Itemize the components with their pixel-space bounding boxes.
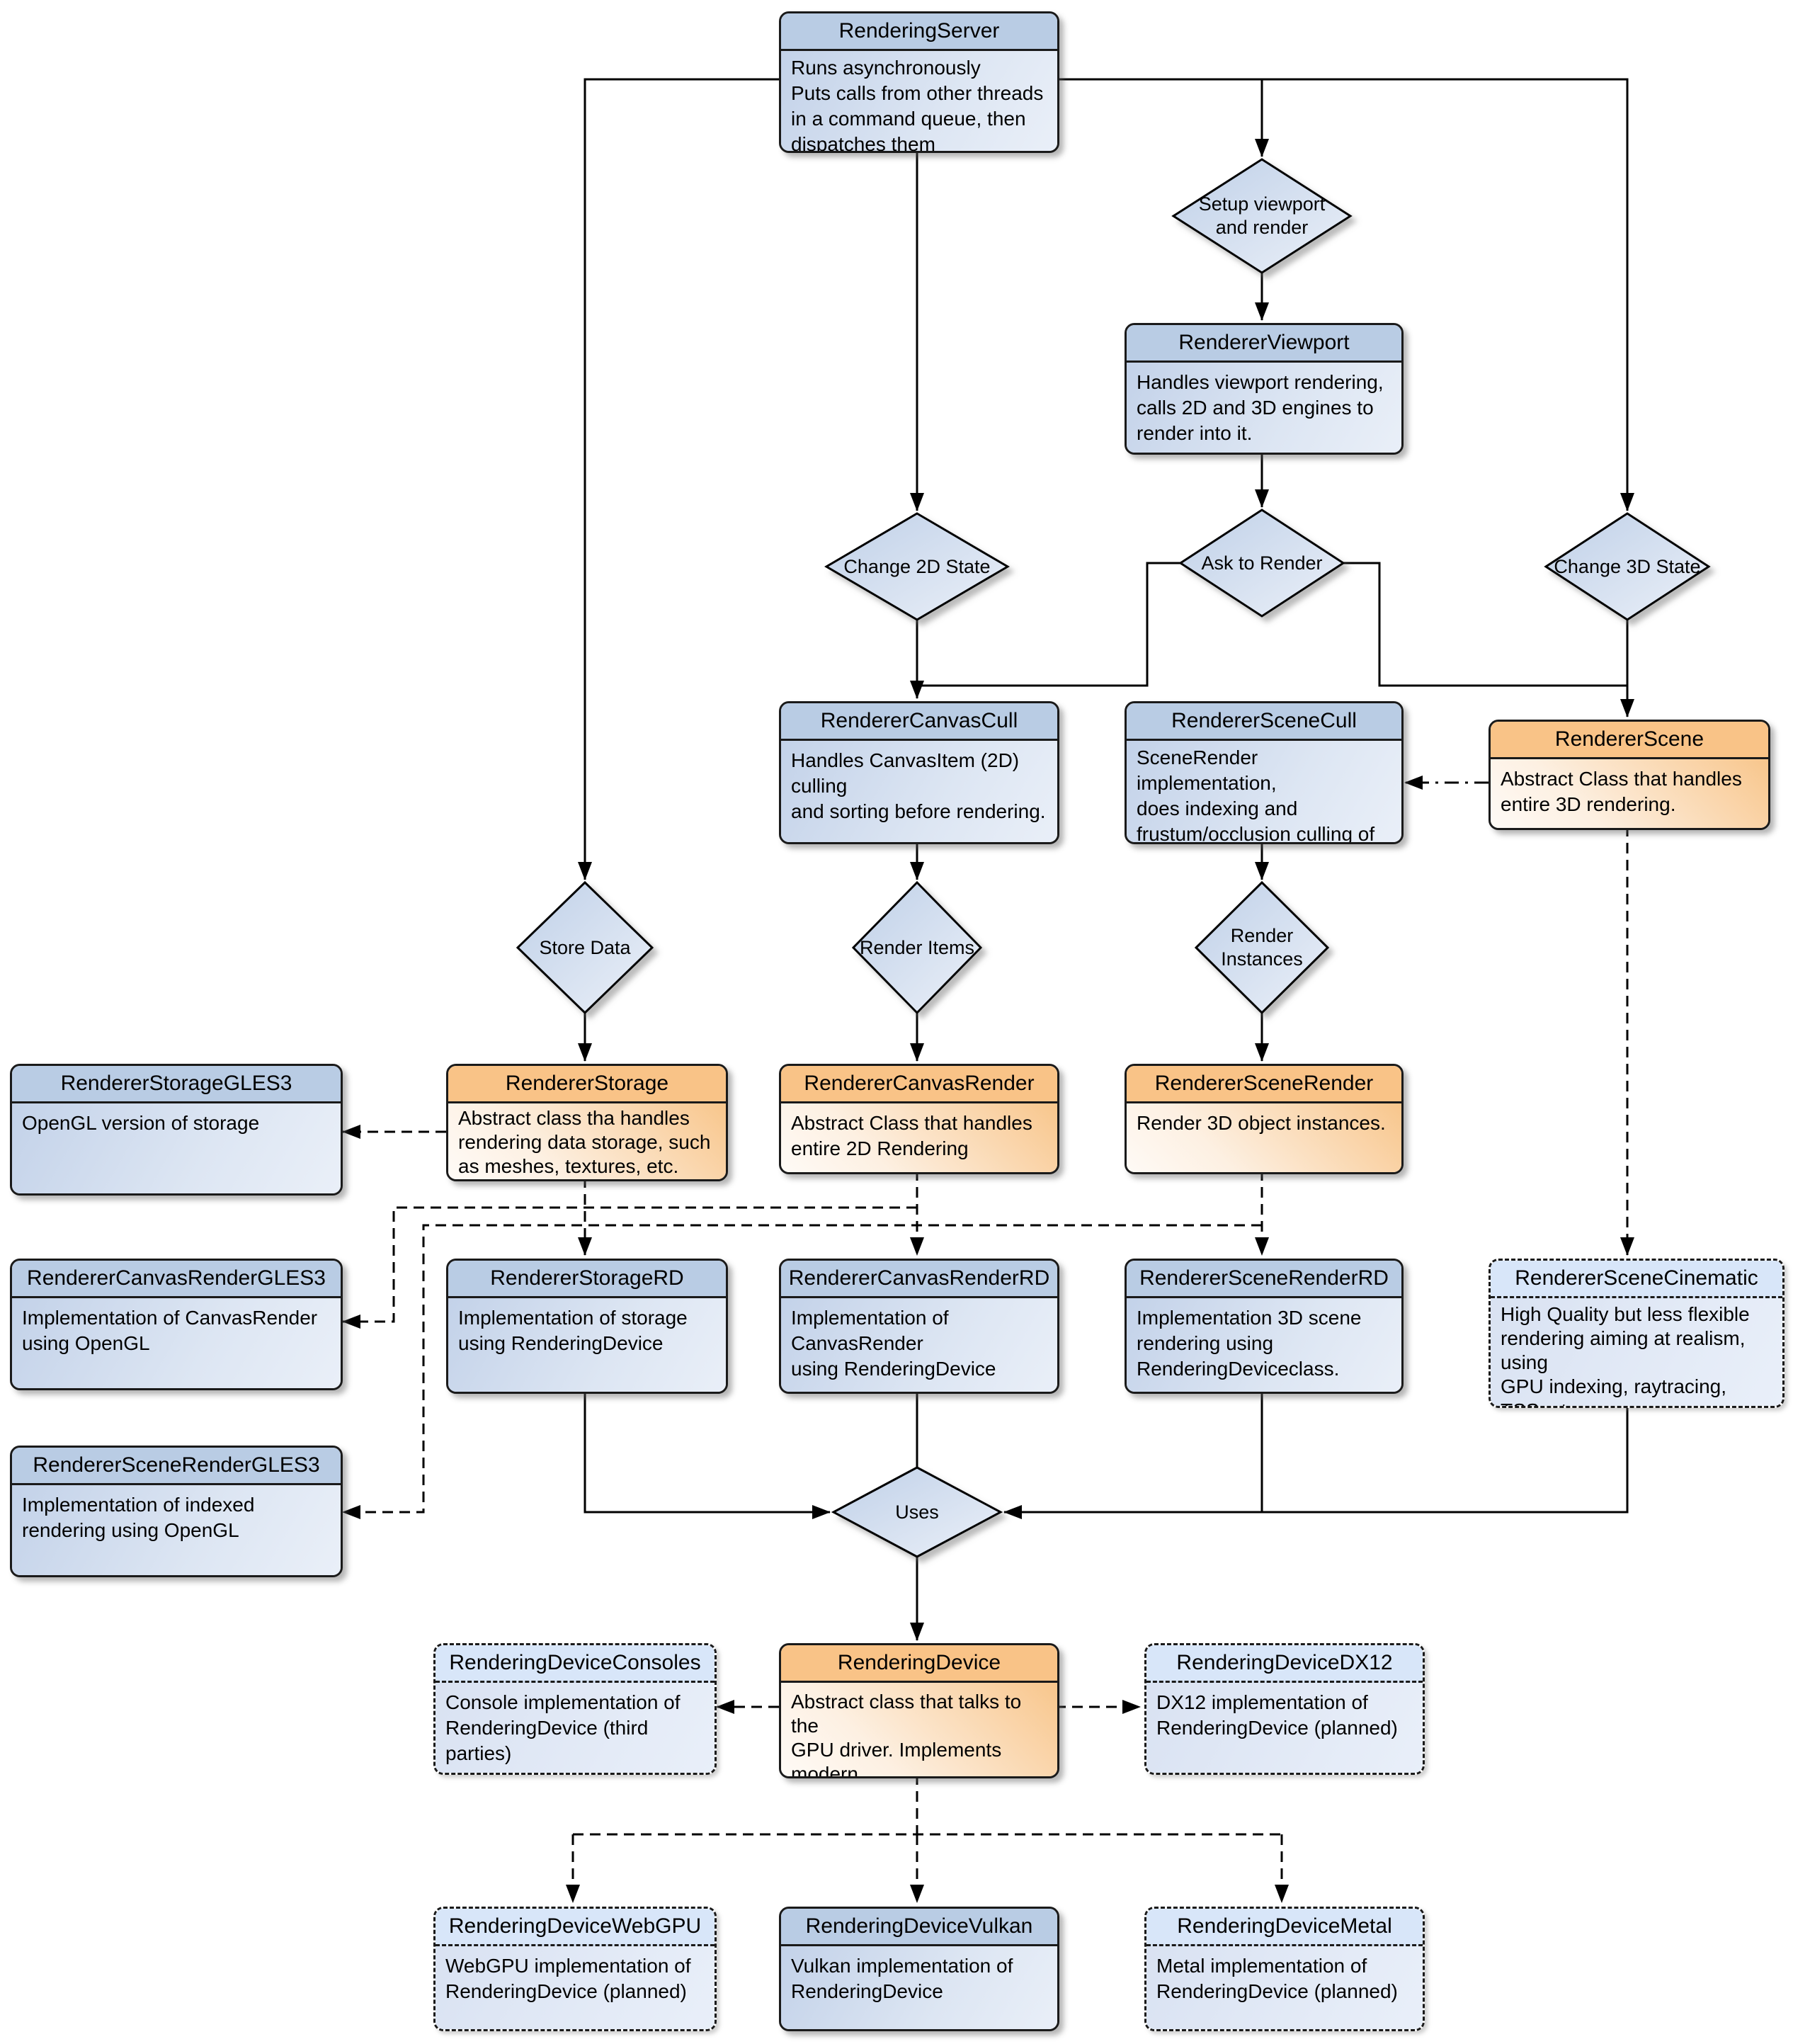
- node-rendering-device-metal-body: Metal implementation of RenderingDevice …: [1146, 1946, 1423, 2029]
- node-renderer-canvas-render-rd: RendererCanvasRenderRD Implementation of…: [779, 1259, 1059, 1394]
- node-rendering-device-webgpu-title: RenderingDeviceWebGPU: [436, 1909, 715, 1946]
- decision-shapes: [516, 158, 1711, 1558]
- connector-asktorender-right-branch: [1343, 562, 1627, 687]
- node-renderer-scene-render-gles3-title: RendererSceneRenderGLES3: [12, 1448, 341, 1485]
- node-renderer-scene-render-rd-title: RendererSceneRenderRD: [1127, 1261, 1401, 1298]
- decision-shape-uses: [831, 1466, 1003, 1558]
- node-renderer-storage-gles3-title: RendererStorageGLES3: [12, 1066, 341, 1103]
- node-renderer-canvas-render-rd-body: Implementation of CanvasRender using Ren…: [781, 1298, 1057, 1392]
- decision-shape-change-3d-state: [1544, 512, 1711, 621]
- node-renderer-storage-rd-title: RendererStorageRD: [448, 1261, 726, 1298]
- node-renderer-scene-render-gles3: RendererSceneRenderGLES3 Implementation …: [10, 1446, 343, 1577]
- node-rendering-device-webgpu-body: WebGPU implementation of RenderingDevice…: [436, 1946, 715, 2029]
- connector-storagerd-to-uses: [584, 1390, 831, 1519]
- node-rendering-device-consoles-title: RenderingDeviceConsoles: [436, 1645, 715, 1683]
- node-renderer-scene-render: RendererSceneRender Render 3D object ins…: [1125, 1064, 1404, 1174]
- node-renderer-scene-cinematic-title: RendererSceneCinematic: [1491, 1261, 1782, 1298]
- node-rendering-device-vulkan-title: RenderingDeviceVulkan: [781, 1909, 1057, 1946]
- node-renderer-scene-render-title: RendererSceneRender: [1127, 1066, 1401, 1103]
- node-renderer-canvas-cull-title: RendererCanvasCull: [781, 703, 1057, 741]
- connector-scenerender-to-scenerendergles3: [342, 1224, 1262, 1519]
- connector-asktorender-left-branch: [917, 562, 1180, 687]
- node-renderer-canvas-cull-body: Handles CanvasItem (2D) culling and sort…: [781, 741, 1057, 842]
- node-renderer-scene-body: Abstract Class that handles entire 3D re…: [1491, 759, 1768, 828]
- node-renderer-scene-cinematic-body: High Quality but less flexible rendering…: [1491, 1298, 1782, 1406]
- connector-server-to-change3d: [1055, 78, 1634, 511]
- solid-connectors: [578, 78, 1634, 1641]
- node-rendering-device-vulkan-body: Vulkan implementation of RenderingDevice: [781, 1946, 1057, 2029]
- decision-shape-render-instances: [1194, 880, 1330, 1015]
- node-rendering-server: RenderingServer Runs asynchronously Puts…: [779, 11, 1059, 153]
- decision-shape-store-data: [516, 880, 654, 1015]
- node-renderer-canvas-render-gles3-title: RendererCanvasRenderGLES3: [12, 1261, 341, 1298]
- node-renderer-storage-rd: RendererStorageRD Implementation of stor…: [446, 1259, 728, 1394]
- node-renderer-canvas-render-body: Abstract Class that handles entire 2D Re…: [781, 1103, 1057, 1172]
- node-renderer-storage-gles3: RendererStorageGLES3 OpenGL version of s…: [10, 1064, 343, 1196]
- node-rendering-device-metal: RenderingDeviceMetal Metal implementatio…: [1144, 1907, 1425, 2031]
- node-rendering-device-webgpu: RenderingDeviceWebGPU WebGPU implementat…: [433, 1907, 717, 2031]
- node-renderer-canvas-render-gles3-body: Implementation of CanvasRender using Ope…: [12, 1298, 341, 1388]
- node-renderer-viewport-title: RendererViewport: [1127, 325, 1401, 363]
- node-rendering-server-body: Runs asynchronously Puts calls from othe…: [781, 51, 1057, 151]
- node-rendering-device-consoles-body: Console implementation of RenderingDevic…: [436, 1683, 715, 1773]
- node-renderer-viewport: RendererViewport Handles viewport render…: [1125, 323, 1404, 455]
- node-renderer-canvas-render-gles3: RendererCanvasRenderGLES3 Implementation…: [10, 1259, 343, 1390]
- node-renderer-scene-render-body: Render 3D object instances.: [1127, 1103, 1401, 1172]
- dashed-connectors: [342, 826, 1634, 1903]
- decision-shape-ask-to-render: [1178, 509, 1345, 618]
- node-renderer-canvas-cull: RendererCanvasCull Handles CanvasItem (2…: [779, 701, 1059, 844]
- node-renderer-scene-cull: RendererSceneCull SceneRender implementa…: [1125, 701, 1404, 844]
- node-renderer-storage-title: RendererStorage: [448, 1066, 726, 1103]
- node-rendering-device-metal-title: RenderingDeviceMetal: [1146, 1909, 1423, 1946]
- node-renderer-viewport-body: Handles viewport rendering, calls 2D and…: [1127, 363, 1401, 453]
- connector-canvasrender-to-canvasrendergles3: [342, 1206, 917, 1329]
- node-renderer-scene-cull-title: RendererSceneCull: [1127, 703, 1401, 741]
- decision-shape-change-2d-state: [824, 512, 1010, 621]
- node-rendering-device-dx12-title: RenderingDeviceDX12: [1146, 1645, 1423, 1683]
- connector-cinematic-to-uses: [1003, 1404, 1629, 1519]
- connector-server-to-storedata: [578, 78, 779, 880]
- node-renderer-scene: RendererScene Abstract Class that handle…: [1489, 720, 1770, 830]
- node-renderer-scene-render-rd-body: Implementation 3D scene rendering using …: [1127, 1298, 1401, 1392]
- node-renderer-storage: RendererStorage Abstract class tha handl…: [446, 1064, 728, 1181]
- node-rendering-device-dx12: RenderingDeviceDX12 DX12 implementation …: [1144, 1643, 1425, 1775]
- node-renderer-storage-gles3-body: OpenGL version of storage: [12, 1103, 341, 1193]
- decision-shape-setup-viewport: [1171, 158, 1353, 274]
- node-renderer-scene-render-gles3-body: Implementation of indexed rendering usin…: [12, 1485, 341, 1575]
- node-renderer-scene-cinematic: RendererSceneCinematic High Quality but …: [1489, 1259, 1785, 1408]
- node-renderer-storage-rd-body: Implementation of storage using Renderin…: [448, 1298, 726, 1392]
- node-rendering-device-body: Abstract class that talks to the GPU dri…: [781, 1683, 1057, 1776]
- node-rendering-device-title: RenderingDevice: [781, 1645, 1057, 1683]
- node-renderer-scene-cull-body: SceneRender implementation, does indexin…: [1127, 741, 1401, 842]
- node-renderer-scene-title: RendererScene: [1491, 722, 1768, 759]
- node-rendering-device-vulkan: RenderingDeviceVulkan Vulkan implementat…: [779, 1907, 1059, 2031]
- node-renderer-storage-body: Abstract class tha handles rendering dat…: [448, 1103, 726, 1179]
- node-renderer-canvas-render-rd-title: RendererCanvasRenderRD: [781, 1261, 1057, 1298]
- node-rendering-server-title: RenderingServer: [781, 13, 1057, 51]
- node-rendering-device-dx12-body: DX12 implementation of RenderingDevice (…: [1146, 1683, 1423, 1773]
- node-rendering-device-consoles: RenderingDeviceConsoles Console implemen…: [433, 1643, 717, 1775]
- node-renderer-scene-render-rd: RendererSceneRenderRD Implementation 3D …: [1125, 1259, 1404, 1394]
- node-rendering-device: RenderingDevice Abstract class that talk…: [779, 1643, 1059, 1778]
- decision-shape-render-items: [851, 880, 983, 1015]
- node-renderer-canvas-render-title: RendererCanvasRender: [781, 1066, 1057, 1103]
- node-renderer-canvas-render: RendererCanvasRender Abstract Class that…: [779, 1064, 1059, 1174]
